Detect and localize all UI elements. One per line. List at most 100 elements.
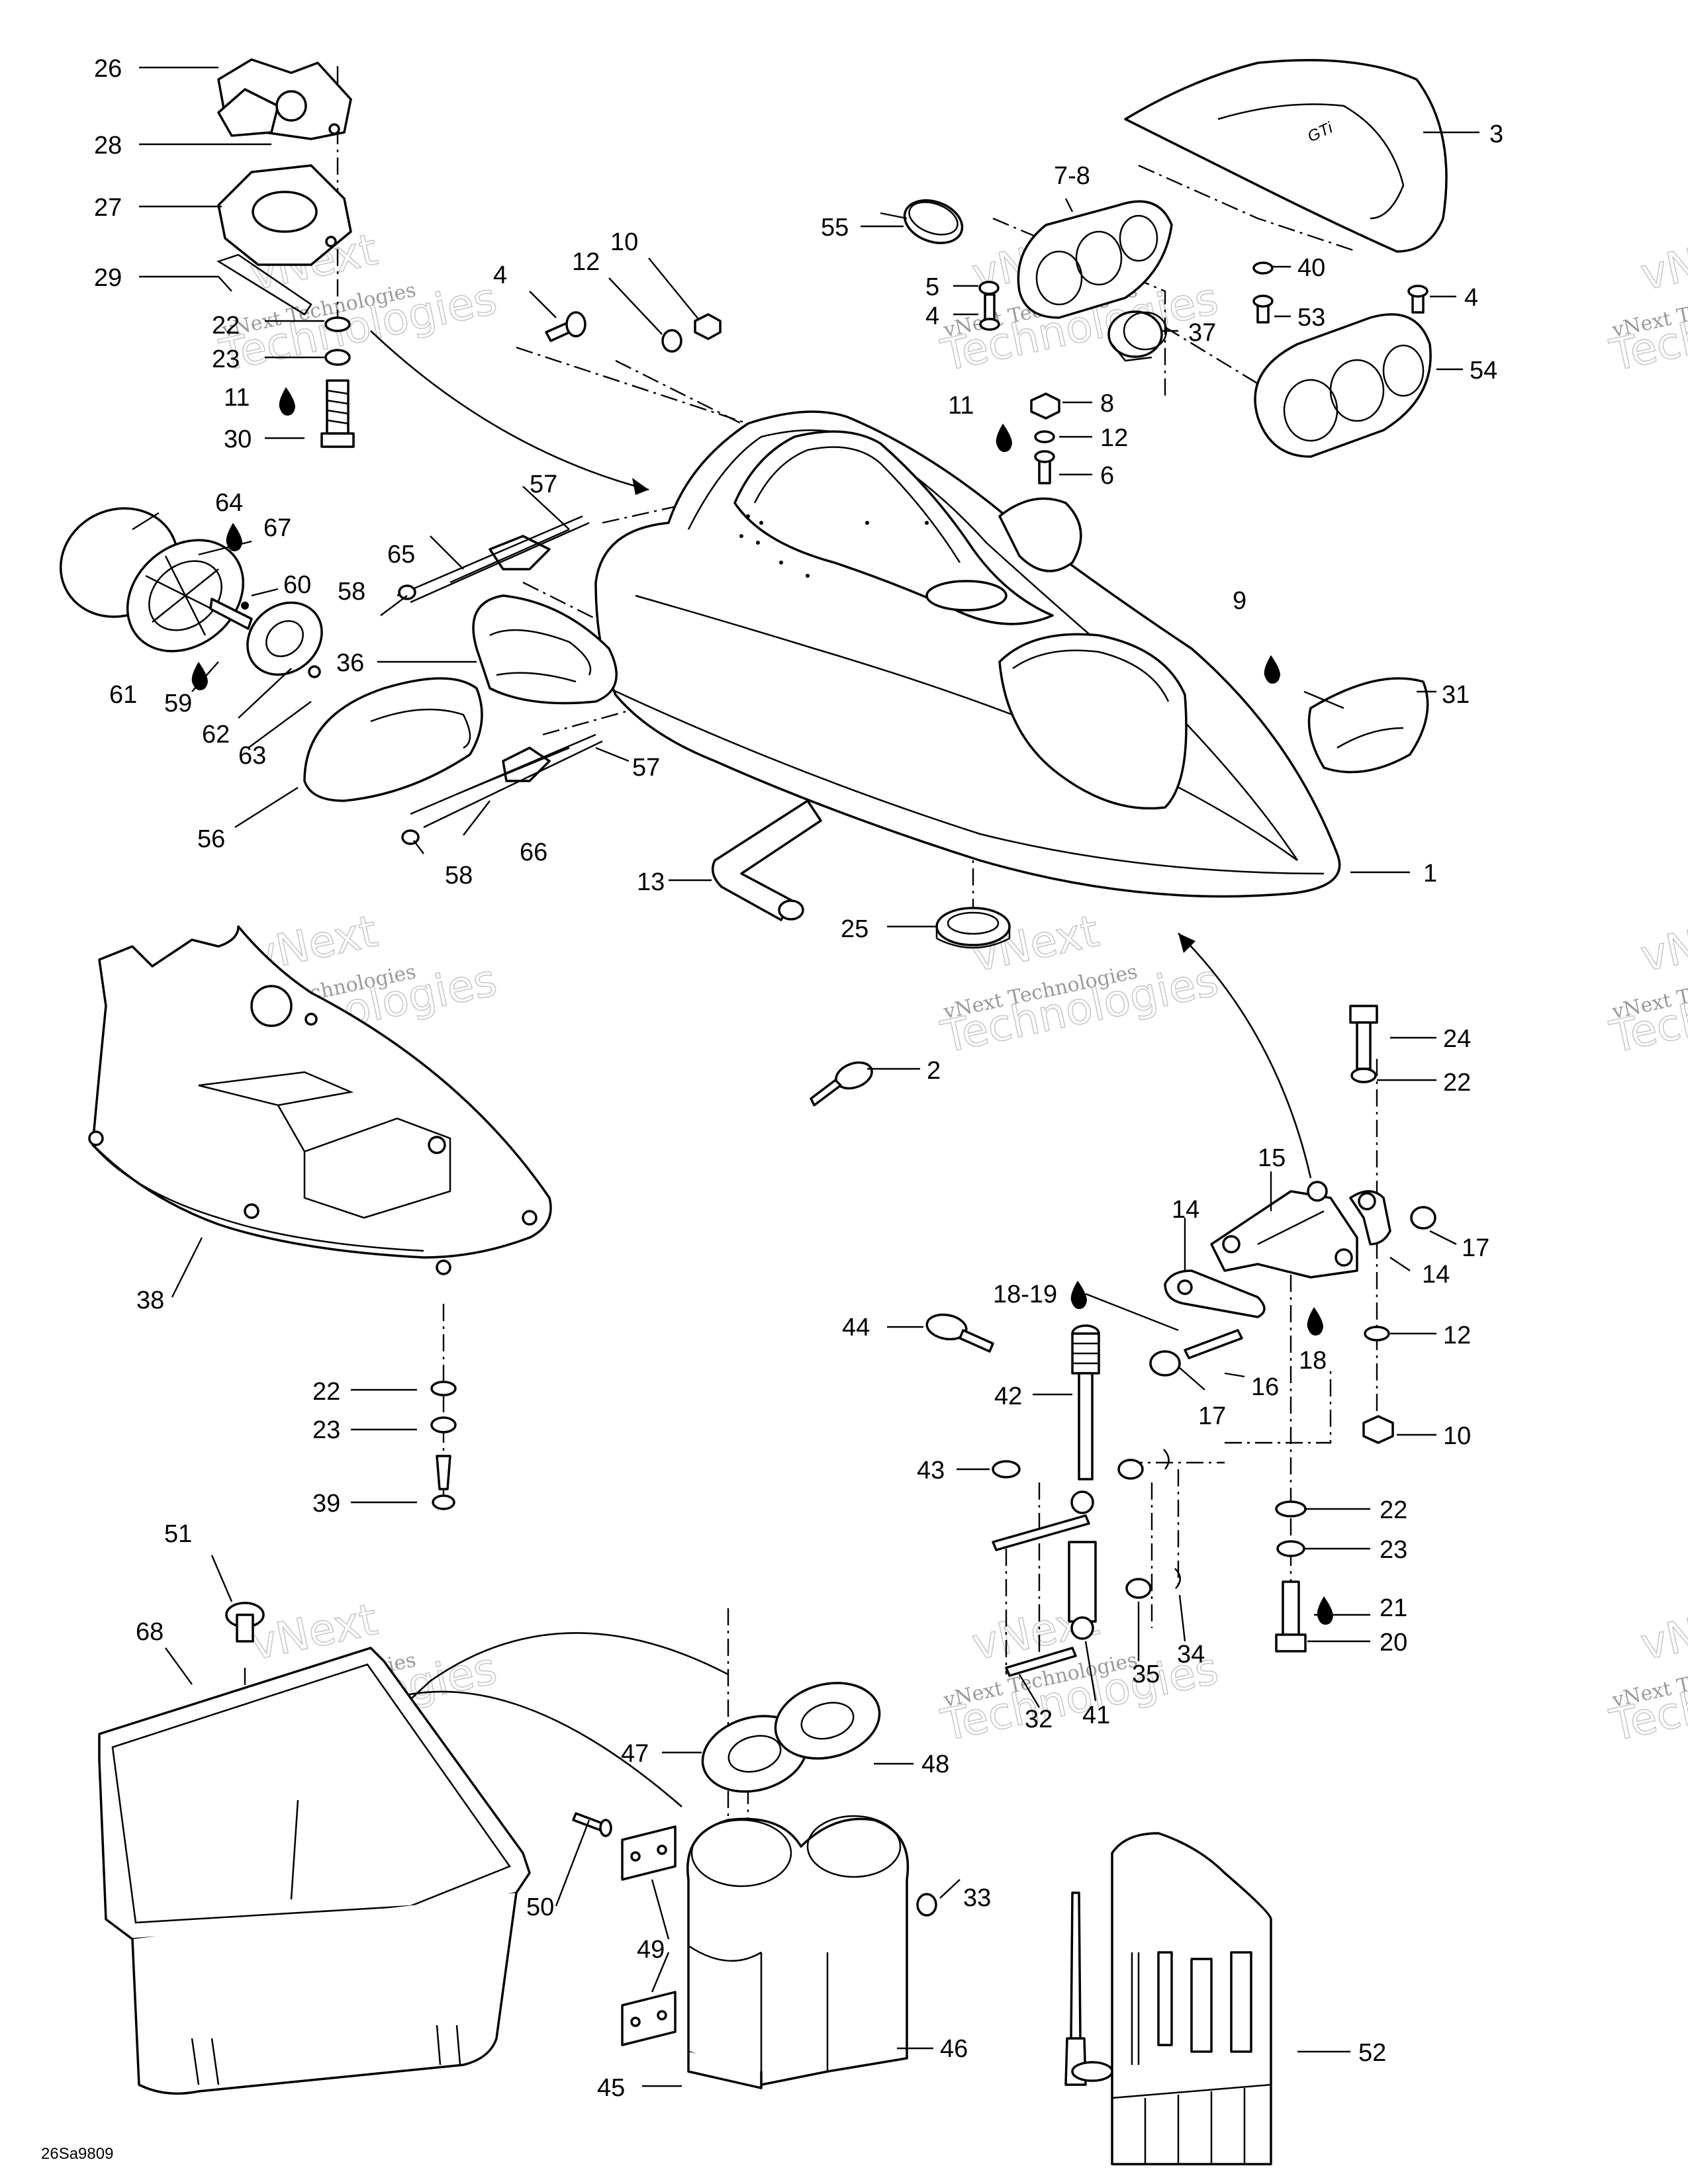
callout-33: 33 bbox=[963, 1884, 991, 1912]
callout-51: 51 bbox=[164, 1520, 192, 1548]
callout-25: 25 bbox=[841, 915, 868, 943]
part-pin bbox=[1005, 1647, 1077, 1677]
leader-lines bbox=[132, 66, 1479, 2087]
part-washer bbox=[1117, 1459, 1144, 1480]
part-pin bbox=[992, 1514, 1090, 1551]
part-cable-tie bbox=[810, 1061, 873, 1107]
callout-67: 67 bbox=[263, 514, 291, 542]
part-bushing bbox=[1149, 1350, 1181, 1377]
part-washer bbox=[324, 316, 351, 332]
part-spill-plate bbox=[88, 925, 552, 1275]
callout-60: 60 bbox=[283, 571, 311, 599]
callout-28: 28 bbox=[94, 132, 122, 159]
callout-17: 17 bbox=[1462, 1234, 1489, 1262]
lubricant-symbols bbox=[191, 387, 1333, 1625]
part-nut bbox=[401, 829, 420, 845]
part-steering-support bbox=[1210, 1181, 1358, 1279]
callout-5: 5 bbox=[925, 273, 939, 301]
callout-26: 26 bbox=[94, 55, 122, 83]
part-rivet bbox=[572, 1812, 612, 1837]
part-clip bbox=[1163, 1449, 1170, 1470]
part-air-scoop bbox=[303, 677, 483, 802]
callout-34: 34 bbox=[1177, 1641, 1205, 1668]
callout-29: 29 bbox=[94, 264, 122, 292]
lubricant-icon bbox=[1070, 1281, 1087, 1309]
figure-code: 26Sa9809 bbox=[41, 2145, 113, 2163]
callout-21: 21 bbox=[1380, 1594, 1407, 1622]
callout-10: 10 bbox=[610, 228, 638, 256]
part-storage-pod bbox=[686, 1815, 910, 2089]
callout-64: 64 bbox=[215, 489, 243, 517]
callout-48: 48 bbox=[921, 1751, 949, 1778]
callout-56: 56 bbox=[197, 825, 225, 853]
part-gas-spring-body bbox=[1068, 1490, 1097, 1640]
callout-43: 43 bbox=[917, 1457, 945, 1484]
arrow bbox=[370, 330, 649, 491]
callout-22: 22 bbox=[212, 312, 240, 340]
part-hood bbox=[594, 410, 1341, 898]
part-screw bbox=[979, 293, 1000, 331]
part-vent-wheel bbox=[246, 601, 323, 676]
part-lock-washer bbox=[430, 1416, 457, 1433]
callout-58: 58 bbox=[445, 862, 473, 889]
part-cap-top bbox=[217, 58, 352, 140]
callout-17: 17 bbox=[1198, 1402, 1226, 1430]
svg-text:vNext: vNext bbox=[1636, 1594, 1688, 1670]
part-washer bbox=[992, 1460, 1021, 1479]
callout-47: 47 bbox=[621, 1740, 649, 1768]
callout-20: 20 bbox=[1380, 1629, 1407, 1657]
watermark: vNext vNext Technologies Technologies bbox=[1605, 905, 1688, 1063]
lubricant-icon bbox=[996, 424, 1012, 452]
callout-62: 62 bbox=[202, 721, 230, 749]
callout-32: 32 bbox=[1025, 1706, 1053, 1733]
callout-44: 44 bbox=[842, 1314, 870, 1342]
part-vent-cover bbox=[126, 539, 245, 653]
callout-12: 12 bbox=[1100, 424, 1128, 452]
part-bushing bbox=[1410, 1206, 1436, 1230]
callout-2: 2 bbox=[927, 1057, 941, 1085]
watermark-layer: vNext vNext Technologies Technologies vN… bbox=[214, 223, 1688, 1751]
callout-66: 66 bbox=[520, 839, 547, 866]
svg-text:vNext: vNext bbox=[1636, 905, 1688, 981]
callout-39: 39 bbox=[312, 1490, 340, 1518]
part-nut bbox=[398, 584, 416, 600]
callout-24: 24 bbox=[1443, 1025, 1471, 1053]
callout-14: 14 bbox=[1422, 1261, 1450, 1289]
part-screw bbox=[545, 311, 586, 342]
callout-4: 4 bbox=[925, 302, 939, 330]
callout-12: 12 bbox=[572, 248, 600, 276]
part-storage-bin bbox=[98, 1647, 531, 2095]
part-nut bbox=[1030, 392, 1060, 420]
callout-63: 63 bbox=[238, 742, 266, 770]
callout-18: 18 bbox=[1299, 1347, 1327, 1375]
callout-37: 37 bbox=[1188, 319, 1216, 347]
watermark: vNext vNext Technologies Technologies bbox=[1605, 1593, 1688, 1751]
part-screw bbox=[1034, 450, 1055, 484]
part-gas-spring-rod bbox=[1071, 1324, 1100, 1480]
callout-11: 11 bbox=[948, 392, 974, 420]
callout-10: 10 bbox=[1443, 1422, 1471, 1450]
parts: GTi bbox=[59, 58, 1448, 2165]
callout-36: 36 bbox=[336, 649, 364, 677]
lubricant-icon bbox=[279, 387, 295, 416]
part-vent-bracket bbox=[410, 733, 603, 829]
part-bolt bbox=[320, 379, 355, 448]
part-shaft bbox=[209, 598, 253, 630]
part-vent-insert bbox=[1307, 677, 1429, 774]
callout-3: 3 bbox=[1489, 120, 1503, 148]
part-plug bbox=[225, 1602, 265, 1643]
part-washer bbox=[430, 1381, 457, 1396]
part-cable-tie bbox=[925, 1313, 994, 1353]
callout-15: 15 bbox=[1258, 1144, 1286, 1172]
callout-7-8: 7-8 bbox=[1054, 162, 1090, 190]
callout-23: 23 bbox=[1380, 1536, 1407, 1564]
callout-55: 55 bbox=[821, 214, 849, 242]
lubricant-icon bbox=[226, 523, 242, 551]
callout-46: 46 bbox=[940, 2035, 968, 2063]
part-steering-arm bbox=[1164, 1269, 1266, 1318]
callout-11: 11 bbox=[224, 384, 250, 412]
svg-text:vNext: vNext bbox=[1636, 224, 1688, 300]
callout-12: 12 bbox=[1443, 1322, 1471, 1349]
lubricant-icon bbox=[1317, 1596, 1333, 1625]
